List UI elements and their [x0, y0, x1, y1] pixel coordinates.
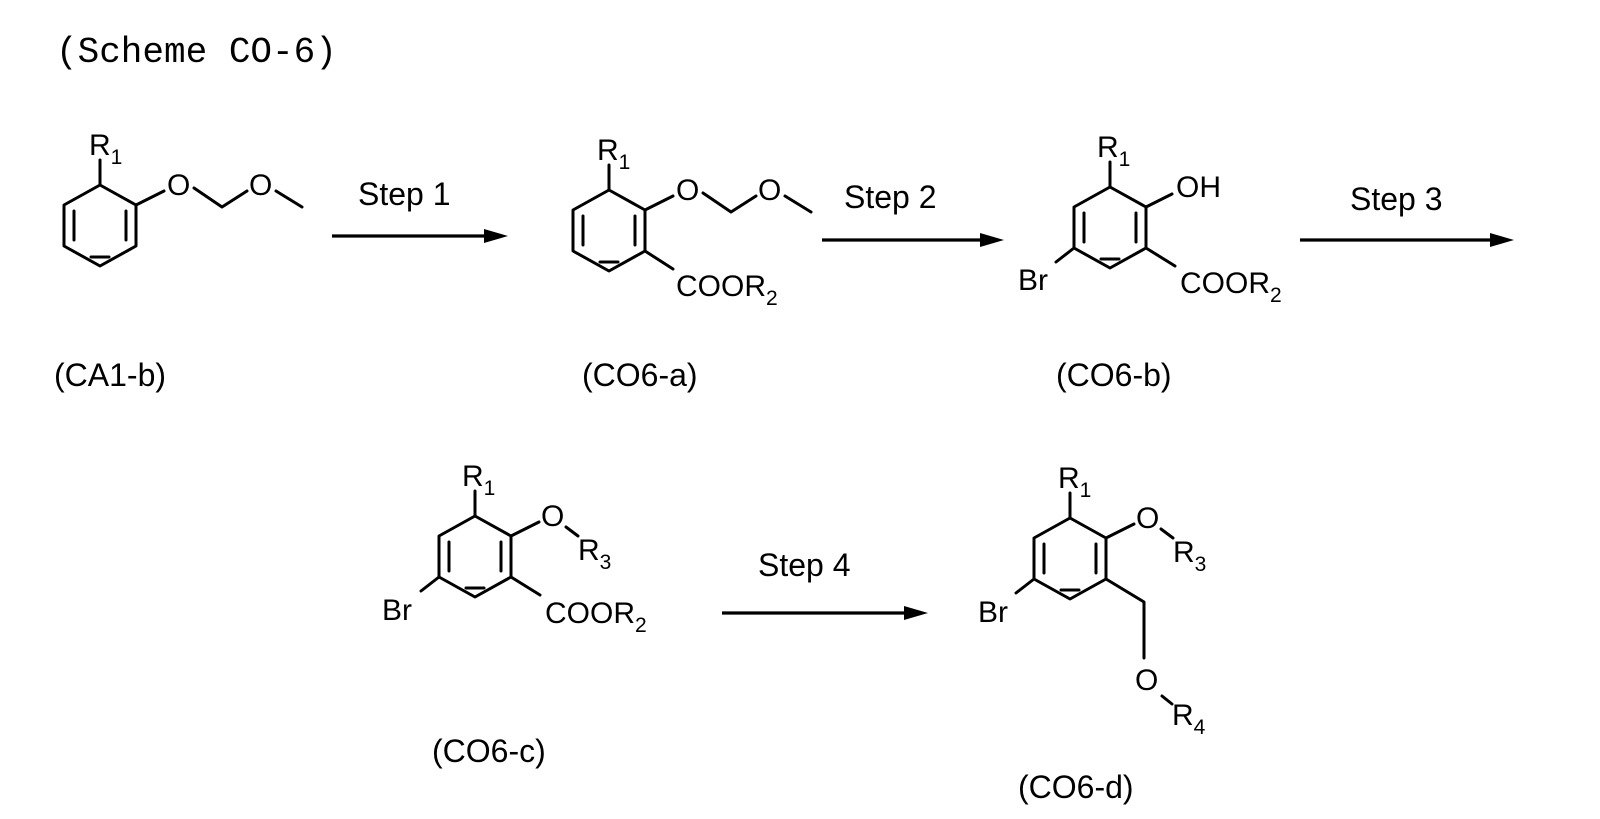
ca1b-bond-o1 — [136, 191, 164, 205]
co6c-r1: R1 — [462, 460, 495, 500]
co6d-ether-r: R3 — [1173, 536, 1206, 576]
co6b-label: (CO6-b) — [1056, 357, 1172, 393]
co6a-r1: R1 — [597, 134, 630, 174]
ca1b-o1: O — [167, 169, 190, 202]
compound-co6b: R1 OH Br COOR2 (CO6-b) — [1018, 131, 1282, 393]
co6c-ester: COOR2 — [545, 597, 647, 637]
co6b-oh: OH — [1176, 171, 1221, 204]
co6b-ester: COOR2 — [1180, 267, 1282, 307]
co6d-r1: R1 — [1058, 462, 1091, 502]
co6b-r1: R1 — [1097, 131, 1130, 171]
co6c-ether-o: O — [541, 500, 564, 533]
co6a-bond-methyl — [785, 196, 811, 212]
co6a-label: (CO6-a) — [582, 357, 698, 393]
compound-co6a: R1 O O COOR2 (CO6-a) — [573, 134, 811, 393]
co6d-label: (CO6-d) — [1018, 769, 1134, 805]
ca1b-r1: R1 — [89, 129, 122, 169]
arrow-3-head — [1490, 233, 1514, 247]
co6b-br: Br — [1018, 264, 1048, 297]
ca1b-bond-chain — [194, 188, 247, 207]
step-2-label: Step 2 — [844, 179, 937, 215]
co6a-o1: O — [676, 174, 699, 207]
arrow-step-4: Step 4 — [722, 547, 928, 620]
co6c-ether-r: R3 — [578, 534, 611, 574]
arrow-step-1: Step 1 — [332, 176, 508, 243]
co6b-bond-oh — [1146, 194, 1172, 207]
co6b-bond-ester — [1146, 248, 1175, 266]
co6a-bond-ester — [645, 251, 673, 269]
compound-ca1b: R1 O O (CA1-b) — [54, 129, 302, 393]
co6d-bond-ch2 — [1106, 579, 1144, 658]
compound-co6c: R1 O R3 Br COOR2 (CO6-c) — [382, 460, 647, 769]
co6a-ester: COOR2 — [676, 270, 778, 310]
scheme-title: (Scheme CO-6) — [56, 32, 337, 73]
co6a-bond-o1 — [645, 196, 673, 210]
arrow-step-3: Step 3 — [1300, 181, 1514, 247]
co6d-bond-o — [1106, 524, 1134, 538]
co6d-r4: R4 — [1172, 699, 1206, 739]
arrow-step-2: Step 2 — [822, 179, 1004, 247]
co6d-bond-r4 — [1162, 696, 1172, 704]
co6c-label: (CO6-c) — [432, 733, 546, 769]
co6c-br: Br — [382, 594, 412, 627]
compound-co6d: R1 O R3 Br O R4 (CO6-d) — [978, 462, 1206, 805]
co6d-bond-br — [1016, 579, 1034, 593]
arrow-1-head — [484, 229, 508, 243]
ca1b-o2: O — [249, 169, 272, 202]
co6c-bond-r3 — [566, 527, 578, 536]
ca1b-bond-methyl — [276, 191, 302, 207]
co6c-bond-br — [421, 577, 439, 591]
co6a-bond-chain — [703, 193, 756, 212]
arrow-2-head — [980, 233, 1004, 247]
co6d-br: Br — [978, 596, 1008, 629]
co6d-bond-r3 — [1161, 529, 1173, 538]
ca1b-label: (CA1-b) — [54, 357, 166, 393]
step-4-label: Step 4 — [758, 547, 851, 583]
co6d-o4: O — [1135, 664, 1158, 697]
co6c-bond-o — [511, 522, 539, 536]
co6d-ether-o: O — [1136, 502, 1159, 535]
step-1-label: Step 1 — [358, 176, 451, 212]
co6b-bond-br — [1056, 248, 1074, 262]
co6c-bond-ester — [511, 577, 540, 595]
step-3-label: Step 3 — [1350, 181, 1443, 217]
arrow-4-head — [904, 606, 928, 620]
co6a-o2: O — [758, 174, 781, 207]
